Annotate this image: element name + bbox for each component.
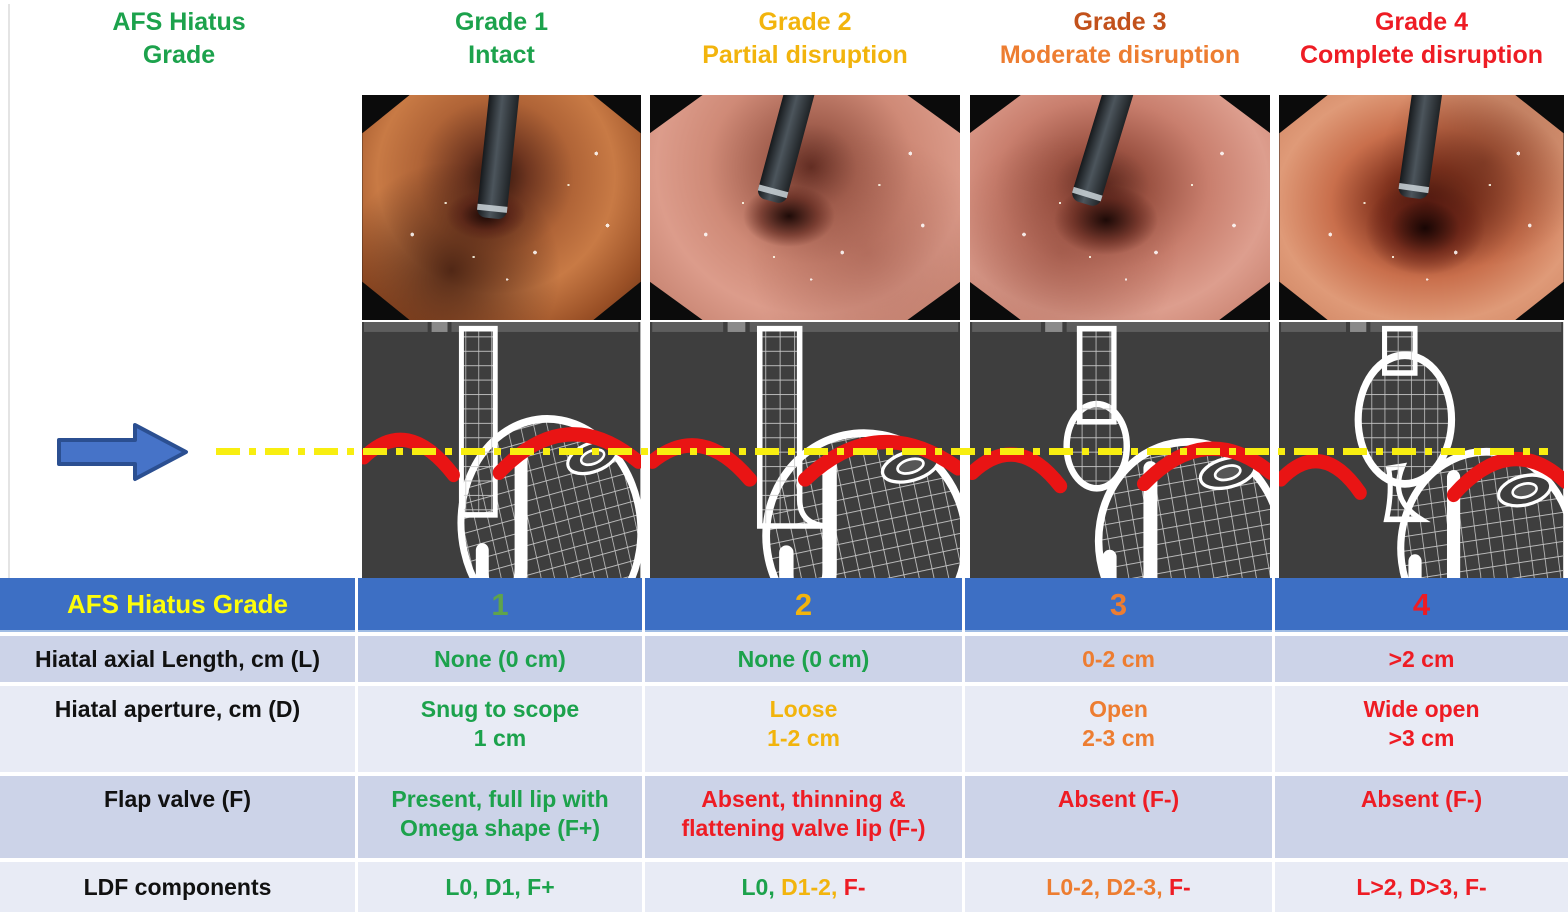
grade-4-header: Grade 4 Complete disruption bbox=[1299, 8, 1544, 69]
diaphragm-level-line bbox=[216, 448, 1548, 455]
left-margin-line bbox=[8, 4, 10, 912]
endoscopy-photo-grade-4 bbox=[1279, 95, 1564, 320]
level-arrow-icon bbox=[55, 419, 190, 485]
ldf-grade-1: L0, D1, F+ bbox=[358, 862, 642, 912]
row-label-aperture: Hiatal aperture, cm (D) bbox=[0, 686, 355, 772]
schematic-grade-2 bbox=[649, 322, 961, 606]
grade-1-header: Grade 1 Intact bbox=[454, 8, 549, 69]
endoscopy-photo-band bbox=[0, 95, 1568, 320]
grade-3-header: Grade 3 Moderate disruption bbox=[999, 8, 1241, 69]
row-label-flap-valve: Flap valve (F) bbox=[0, 776, 355, 858]
grade-number-4: 4 bbox=[1275, 578, 1568, 632]
endoscopy-photo-grade-1 bbox=[362, 95, 641, 320]
aperture-grade-4: Wide open>3 cm bbox=[1275, 686, 1568, 772]
schematic-grade-1 bbox=[362, 322, 641, 606]
axial-length-grade-1: None (0 cm) bbox=[358, 636, 642, 682]
figure-title-line1: AFS Hiatus bbox=[112, 8, 246, 36]
flap-valve-grade-3: Absent (F-) bbox=[965, 776, 1272, 858]
grade-2-header: Grade 2 Partial disruption bbox=[702, 8, 908, 69]
row-label-axial-length: Hiatal axial Length, cm (L) bbox=[0, 636, 355, 682]
axial-length-grade-3: 0-2 cm bbox=[965, 636, 1272, 682]
grade-number-1: 1 bbox=[358, 578, 642, 632]
endoscopy-photo-grade-2 bbox=[649, 95, 961, 320]
figure-title-line2: Grade bbox=[142, 41, 216, 69]
grading-table: AFS Hiatus Grade 1 2 3 4 Hiatal axial Le… bbox=[0, 578, 1568, 912]
header-band: AFS Hiatus Grade Grade 1 Intact Grade 2 … bbox=[0, 6, 1568, 92]
ldf-grade-2: L0, D1-2, F- bbox=[645, 862, 962, 912]
ldf-grade-3: L0-2, D2-3, F- bbox=[965, 862, 1272, 912]
schematic-grade-4 bbox=[1279, 322, 1564, 606]
axial-length-grade-4: >2 cm bbox=[1275, 636, 1568, 682]
figure-title: AFS Hiatus Grade bbox=[0, 6, 358, 92]
flap-valve-grade-2: Absent, thinning &flattening valve lip (… bbox=[645, 776, 962, 858]
grade-number-2: 2 bbox=[645, 578, 962, 632]
endoscopy-photo-grade-3 bbox=[969, 95, 1271, 320]
table-grade-row-label: AFS Hiatus Grade bbox=[0, 578, 355, 632]
axial-length-grade-2: None (0 cm) bbox=[645, 636, 962, 682]
row-label-ldf: LDF components bbox=[0, 862, 355, 912]
grade-number-3: 3 bbox=[965, 578, 1272, 632]
schematic-band bbox=[0, 322, 1568, 606]
schematic-grade-3 bbox=[969, 322, 1271, 606]
flap-valve-grade-4: Absent (F-) bbox=[1275, 776, 1568, 858]
ldf-grade-4: L>2, D>3, F- bbox=[1275, 862, 1568, 912]
